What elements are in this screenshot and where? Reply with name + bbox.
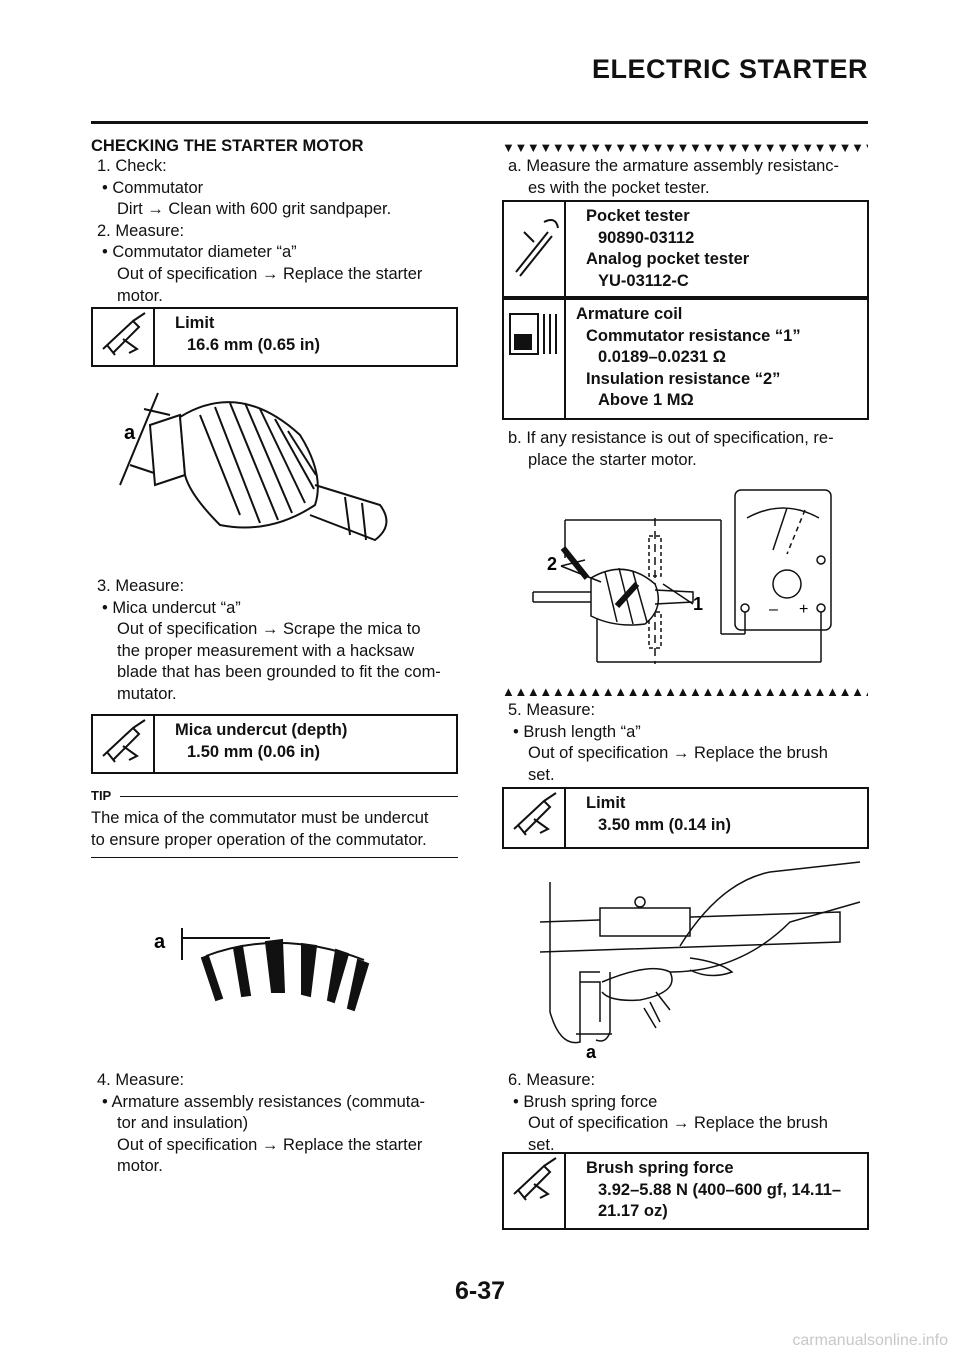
- caliper-icon: [504, 789, 566, 847]
- tool-spec-box: Pocket tester 90890-03112 Analog pocket …: [502, 200, 869, 298]
- armature-coil-spec-box: Armature coil Commutator resistance “1” …: [502, 298, 869, 420]
- figure-label-a: a: [586, 1042, 597, 1062]
- page-number: 6-37: [454, 1277, 506, 1305]
- tester-figure: 2 1 – +: [532, 489, 832, 664]
- mica-spec-box: Mica undercut (depth) 1.50 mm (0.06 in): [91, 714, 458, 774]
- step-a-text: a. Measure the armature assembly resista…: [508, 157, 840, 197]
- watermark: carmanualsonline.info: [792, 1332, 948, 1349]
- arrow-marker-start: ▼▼▼▼▼▼▼▼▼▼▼▼▼▼▼▼▼▼▼▼▼▼▼▼▼▼▼▼▼▼▼▼▼▼: [502, 141, 868, 155]
- step-5-text: 5. Measure: • Brush length “a” Out of sp…: [508, 701, 828, 784]
- caliper-icon: [93, 309, 155, 365]
- plus-label: +: [799, 601, 808, 618]
- step-6-text: 6. Measure: • Brush spring force Out of …: [508, 1071, 828, 1154]
- minus-label: –: [769, 601, 778, 618]
- armature-figure: a: [119, 392, 388, 542]
- page-title: ELECTRIC STARTER: [592, 54, 868, 84]
- section-heading: CHECKING THE STARTER MOTOR: [91, 137, 364, 155]
- tip-text: The mica of the commutator must be under…: [91, 809, 429, 849]
- arrow-marker-end: ▲▲▲▲▲▲▲▲▲▲▲▲▲▲▲▲▲▲▲▲▲▲▲▲▲▲▲▲▲▲▲▲▲▲: [502, 685, 868, 699]
- tip-rule-bottom: [91, 857, 458, 858]
- caliper-icon: [504, 1154, 566, 1228]
- header-rule: [91, 121, 868, 124]
- tip-rule-top: [120, 796, 458, 797]
- figure-label-1: 1: [693, 594, 703, 614]
- procedure-text-2: 3. Measure: • Mica undercut “a” Out of s…: [97, 577, 441, 703]
- figure-label-2: 2: [547, 554, 557, 574]
- brush-limit-spec-box: Limit 3.50 mm (0.14 in): [502, 787, 869, 849]
- caliper-icon: [93, 716, 155, 772]
- mica-figure: a: [154, 928, 370, 1012]
- caliper-figure: a: [539, 861, 861, 1062]
- spring-force-spec-box: Brush spring force 3.92–5.88 N (400–600 …: [502, 1152, 869, 1230]
- procedure-text-3: 4. Measure: • Armature assembly resistan…: [97, 1071, 426, 1176]
- tool-icon: [504, 202, 566, 296]
- limit-spec-box: Limit 16.6 mm (0.65 in): [91, 307, 458, 367]
- figure-label-a: a: [154, 931, 166, 953]
- figure-label-a: a: [124, 422, 136, 444]
- multimeter-icon: [504, 300, 566, 418]
- tip-label: TIP: [91, 788, 112, 803]
- procedure-text-1: 1. Check: • Commutator Dirt → Clean with…: [97, 157, 423, 305]
- step-b-text: b. If any resistance is out of specifica…: [508, 429, 834, 469]
